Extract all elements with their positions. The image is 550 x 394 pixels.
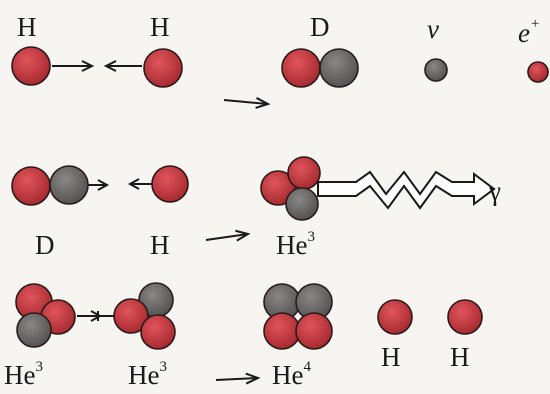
arrow-h1-right xyxy=(52,61,92,71)
label-h-5: H xyxy=(450,344,470,371)
label-d-2: D xyxy=(35,232,55,259)
label-h-1: H xyxy=(17,14,37,41)
gamma-ray-wave xyxy=(318,172,494,208)
he3-b-mass: 3 xyxy=(159,359,167,375)
he3-a-mass: 3 xyxy=(35,359,43,375)
proton-h2 xyxy=(144,49,182,87)
positron-charge: + xyxy=(530,16,540,32)
he3a-neutron xyxy=(17,313,51,347)
label-d-1: D xyxy=(310,14,330,41)
arrow-he3b-left xyxy=(98,311,114,321)
proton-h3 xyxy=(152,166,188,202)
reaction-arrow-3 xyxy=(216,374,258,384)
proton-h5 xyxy=(448,300,482,334)
he4-base: He xyxy=(272,360,303,390)
reaction-arrow-1 xyxy=(224,98,268,108)
arrow-h3-left xyxy=(130,179,152,189)
label-h-2: H xyxy=(150,14,170,41)
label-gamma: γ xyxy=(489,178,501,205)
arrow-d2-right xyxy=(88,180,107,190)
arrow-h2-left xyxy=(106,61,142,71)
he3-product-base: He xyxy=(276,230,307,260)
label-neutrino: ν xyxy=(427,16,439,43)
he3-b-base: He xyxy=(128,360,159,390)
d2-proton xyxy=(12,167,50,205)
positron-base: e xyxy=(518,18,530,48)
he3-a-base: He xyxy=(4,360,35,390)
he4-mass: 4 xyxy=(303,359,311,375)
label-h-4: H xyxy=(381,344,401,371)
he3p-neutron xyxy=(286,188,318,220)
proton-h4 xyxy=(378,300,412,334)
he3p-proton-b xyxy=(288,157,320,189)
he3-product-mass: 3 xyxy=(307,229,315,245)
arrow-he3a-right xyxy=(77,311,100,321)
label-positron: e+ xyxy=(518,20,540,47)
label-he3-a: He3 xyxy=(4,362,43,389)
positron-particle xyxy=(528,62,548,82)
neutrino-particle xyxy=(425,59,447,81)
label-he4: He4 xyxy=(272,362,311,389)
deuteron-neutron xyxy=(320,49,358,87)
d2-neutron xyxy=(50,166,88,204)
proton-h1 xyxy=(12,47,50,85)
he4-proton-a xyxy=(264,313,300,349)
he4-proton-b xyxy=(296,313,332,349)
he3b-proton-b xyxy=(141,315,175,349)
label-h-3: H xyxy=(150,232,170,259)
reaction-arrow-2 xyxy=(206,231,248,241)
label-he3-b: He3 xyxy=(128,362,167,389)
deuteron-proton xyxy=(282,49,320,87)
label-he3-product: He3 xyxy=(276,232,315,259)
